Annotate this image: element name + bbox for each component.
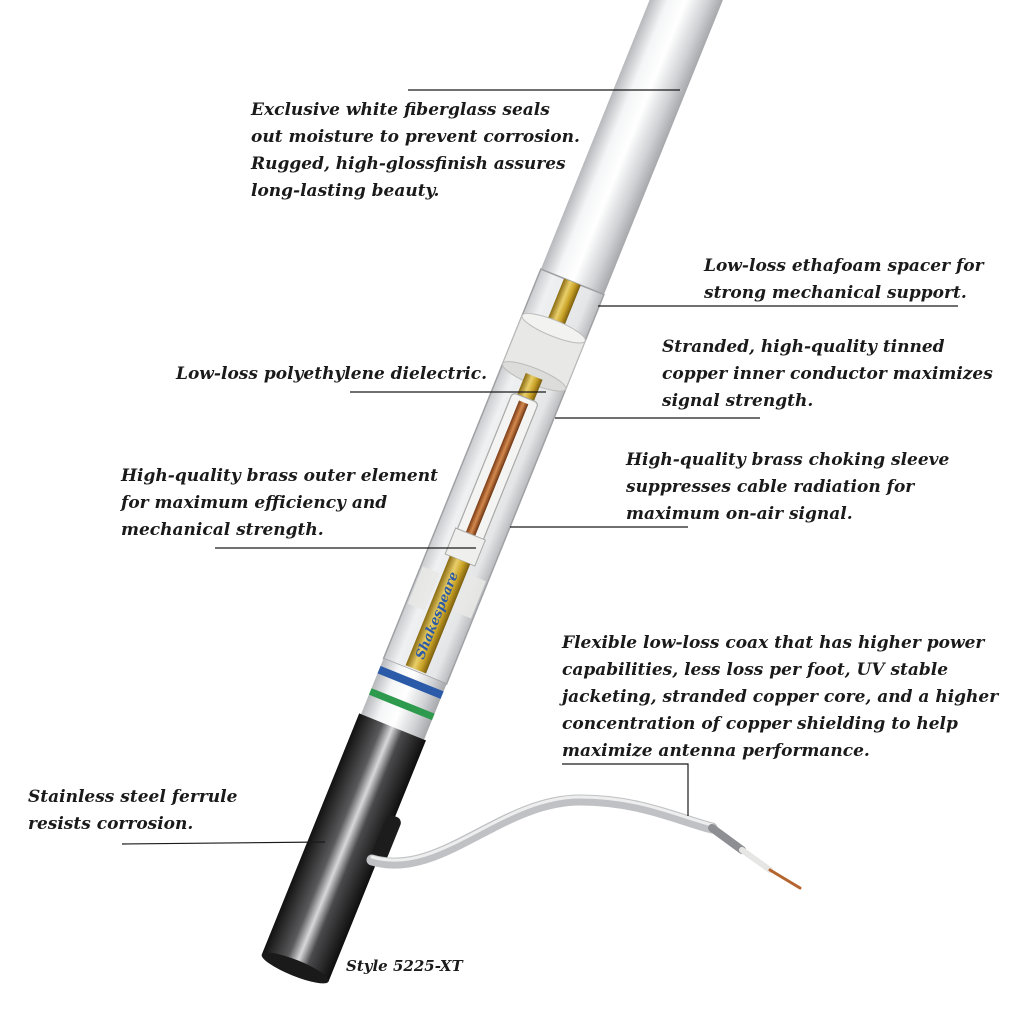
coax-cable-highlight (370, 795, 714, 862)
ferrule-end (261, 952, 329, 984)
leader-lines (121, 89, 958, 845)
callout-spacer: Low-loss ethafoam spacer for strong mech… (704, 256, 984, 303)
spacer-top-face (521, 312, 586, 344)
cable-port (372, 815, 401, 861)
coax-shield (708, 824, 746, 854)
copper-inner-conductor (464, 400, 529, 539)
callout-fiberglass: Exclusive white fiberglass seals out moi… (251, 100, 580, 201)
antenna-body: Shakespeare (261, 0, 724, 984)
blue-band (377, 665, 444, 699)
leader-ferrule (121, 841, 326, 845)
leader-coax (562, 763, 689, 816)
brass-outer-element (405, 555, 471, 674)
callout-ferrule: Stainless steel ferrule resists corrosio… (28, 787, 238, 834)
callout-inner-conductor: Stranded, high-quality tinned copper inn… (662, 337, 993, 411)
callout-dielectric: Low-loss polyethylene dielectric. (176, 364, 487, 384)
white-collar (361, 658, 447, 740)
green-band (368, 688, 435, 721)
fiberglass-radome (540, 0, 724, 295)
coax-dielectric (739, 847, 773, 873)
callout-choking-sleeve: High-quality brass choking sleeve suppre… (626, 450, 950, 524)
coax-copper-core (768, 868, 802, 890)
style-label: Style 5225-XT (346, 957, 463, 975)
stainless-ferrule (261, 713, 426, 982)
foam-block (454, 574, 486, 619)
callout-outer-element: High-quality brass outer element for max… (121, 466, 438, 540)
coax-cable-jacket (366, 794, 718, 869)
foam-block (407, 566, 440, 611)
brass-neck (516, 373, 543, 403)
callout-coax: Flexible low-loss coax that has higher p… (562, 633, 999, 761)
